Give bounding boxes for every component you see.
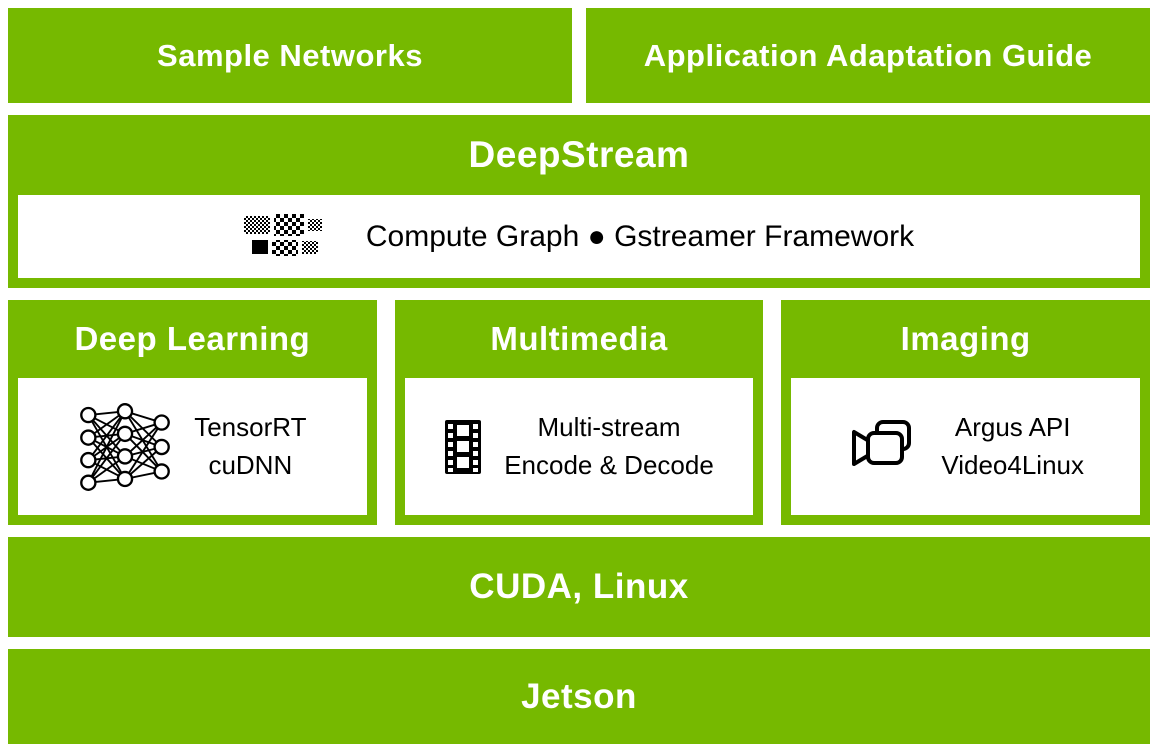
deepstream-content-box: Compute Graph ● Gstreamer Framework	[18, 195, 1140, 278]
application-adaptation-guide-box: Application Adaptation Guide	[586, 8, 1150, 103]
multimedia-content-box: Multi-stream Encode & Decode	[404, 378, 754, 515]
application-adaptation-guide-label: Application Adaptation Guide	[643, 37, 1093, 73]
multimedia-items: Multi-stream Encode & Decode	[504, 409, 714, 484]
deep-learning-item: cuDNN	[208, 449, 293, 480]
cuda-linux-label: CUDA, Linux	[469, 567, 689, 606]
imaging-column: Imaging Argus API Video4Linux	[781, 300, 1151, 525]
video-camera-icon	[847, 416, 919, 478]
deep-learning-content-box: TensorRT cuDNN	[18, 378, 367, 515]
imaging-content-box: Argus API Video4Linux	[791, 378, 1141, 515]
cuda-linux-bar: CUDA, Linux	[8, 537, 1150, 637]
jetson-bar: Jetson	[8, 649, 1150, 744]
deepstream-title: DeepStream	[468, 134, 690, 175]
compute-graph-icon	[243, 213, 336, 260]
top-row: Sample Networks Application Adaptation G…	[8, 8, 1150, 103]
middle-row: Deep Learning	[8, 300, 1151, 525]
deep-learning-item: TensorRT	[194, 411, 307, 442]
deep-learning-items: TensorRT cuDNN	[194, 409, 306, 484]
multimedia-item: Multi-stream	[537, 411, 681, 442]
deepstream-content-label: Compute Graph ● Gstreamer Framework	[365, 219, 915, 253]
jetson-label: Jetson	[521, 676, 637, 716]
multimedia-title: Multimedia	[490, 320, 668, 357]
multimedia-column: Multimedia Multi-stream Encode & Decode	[394, 300, 764, 525]
imaging-items: Argus API Video4Linux	[941, 409, 1084, 484]
imaging-title: Imaging	[900, 320, 1031, 357]
sample-networks-label: Sample Networks	[157, 37, 423, 73]
deepstream-block: DeepStream	[8, 115, 1150, 288]
deep-learning-column: Deep Learning	[8, 300, 377, 525]
film-strip-icon	[444, 419, 482, 475]
imaging-item: Video4Linux	[941, 449, 1084, 480]
multimedia-item: Encode & Decode	[504, 449, 714, 480]
imaging-item: Argus API	[954, 411, 1071, 442]
sample-networks-box: Sample Networks	[8, 8, 572, 103]
neural-network-icon	[78, 401, 172, 493]
deep-learning-title: Deep Learning	[74, 320, 311, 357]
